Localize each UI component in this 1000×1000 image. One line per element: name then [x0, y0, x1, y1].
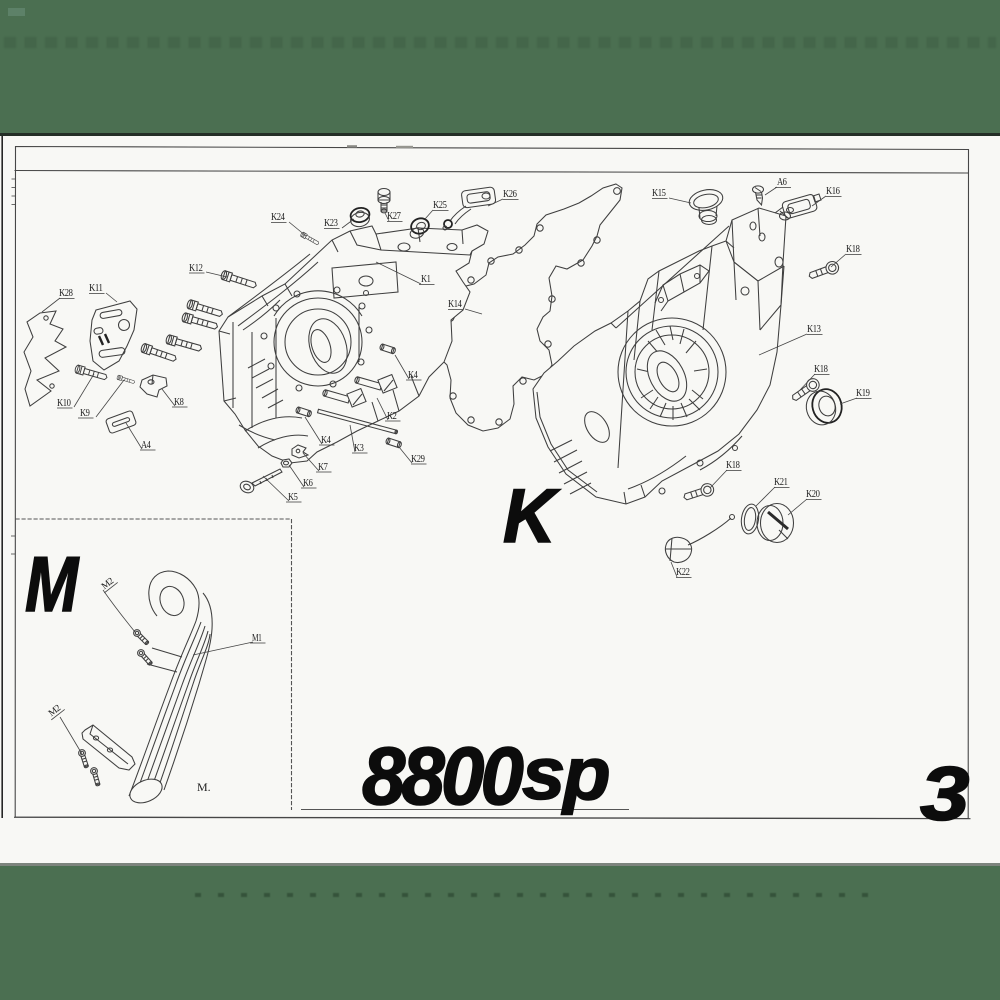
svg-text:K1: K1 — [421, 274, 431, 285]
svg-text:K4: K4 — [408, 370, 418, 381]
svg-text:A6: A6 — [777, 177, 787, 188]
svg-text:K21: K21 — [774, 477, 788, 488]
svg-text:8800: 8800 — [362, 730, 523, 821]
svg-text:K4: K4 — [321, 435, 331, 446]
svg-text:K12: K12 — [189, 263, 203, 274]
svg-text:A4: A4 — [141, 440, 151, 451]
svg-text:K23: K23 — [324, 218, 338, 229]
svg-text:K26: K26 — [503, 189, 517, 200]
svg-text:K18: K18 — [846, 244, 860, 255]
svg-text:K11: K11 — [89, 283, 103, 294]
svg-text:K20: K20 — [806, 489, 820, 500]
svg-text:sp: sp — [522, 733, 608, 816]
svg-text:K2: K2 — [387, 411, 397, 422]
svg-text:K9: K9 — [80, 408, 90, 419]
svg-text:M: M — [25, 541, 80, 628]
svg-text:K8: K8 — [174, 397, 184, 408]
svg-text:K5: K5 — [288, 492, 298, 503]
svg-text:K14: K14 — [448, 299, 462, 310]
svg-text:K3: K3 — [354, 443, 364, 454]
svg-text:K25: K25 — [433, 200, 447, 211]
svg-text:K18: K18 — [726, 460, 740, 471]
svg-text:K16: K16 — [826, 186, 840, 197]
svg-text:K7: K7 — [318, 462, 328, 473]
svg-text:K28: K28 — [59, 288, 73, 299]
svg-text:K27: K27 — [387, 211, 401, 222]
svg-text:M.: M. — [197, 780, 211, 794]
svg-text:K24: K24 — [271, 212, 285, 223]
svg-text:K6: K6 — [303, 478, 313, 489]
svg-text:K18: K18 — [814, 364, 828, 375]
svg-text:K15: K15 — [652, 188, 666, 199]
svg-text:K10: K10 — [57, 398, 71, 409]
svg-text:K19: K19 — [856, 388, 870, 399]
svg-text:K: K — [503, 474, 561, 559]
svg-text:K29: K29 — [411, 454, 425, 465]
svg-text:K22: K22 — [676, 567, 690, 578]
svg-text:K13: K13 — [807, 324, 821, 335]
svg-text:3: 3 — [920, 751, 969, 836]
svg-text:M1: M1 — [252, 633, 262, 644]
